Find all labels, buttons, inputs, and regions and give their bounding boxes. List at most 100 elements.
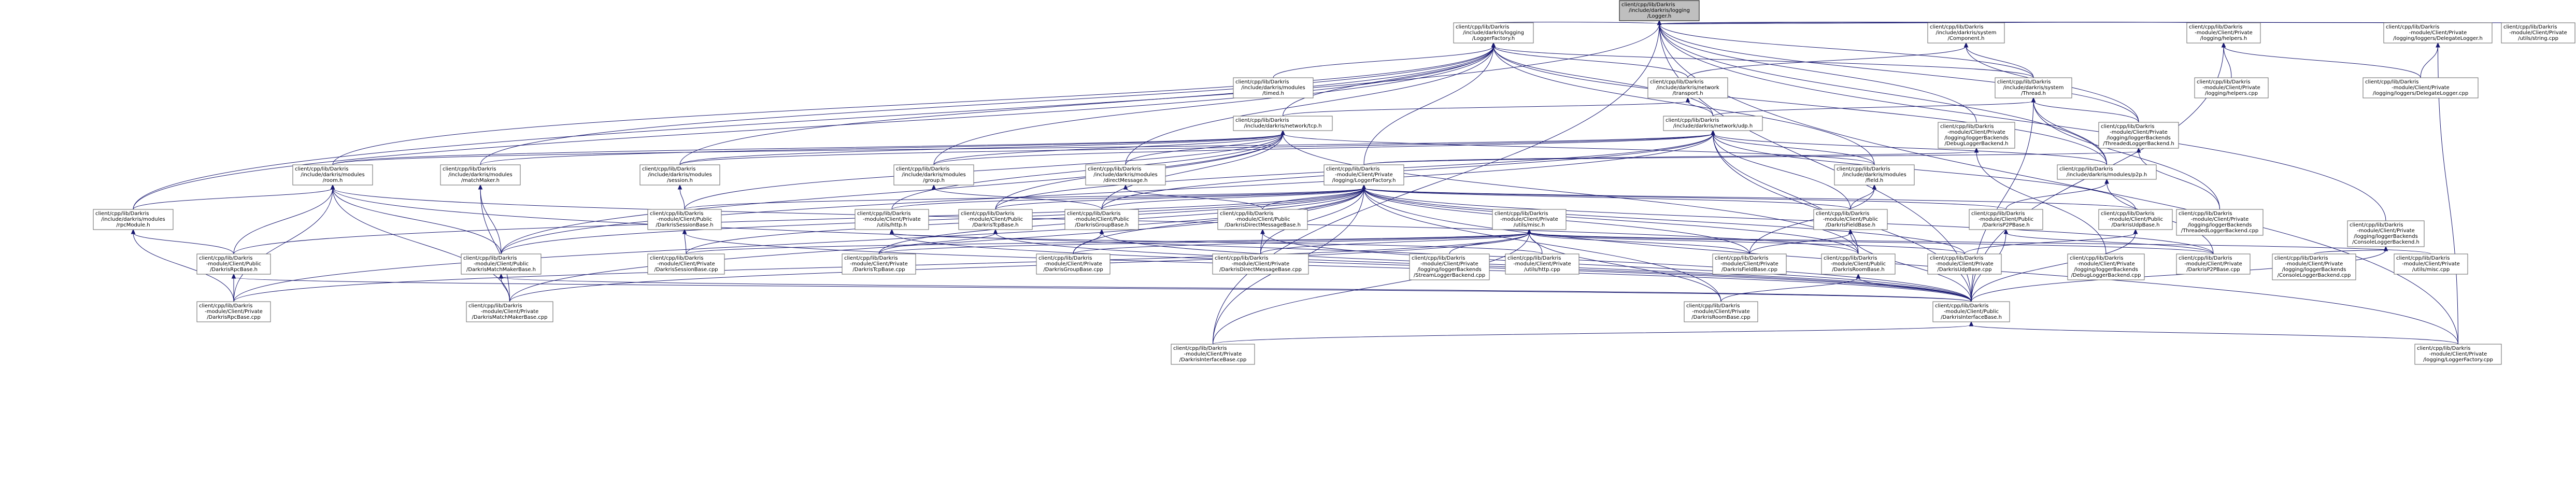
dependency-edge — [1213, 232, 1530, 345]
file-node[interactable]: client/cpp/lib/Darkris-module/Client/Pri… — [2501, 22, 2575, 44]
file-node-label: client/cpp/lib/Darkris — [2179, 256, 2232, 261]
file-node[interactable]: client/cpp/lib/Darkris-module/Client/Pri… — [1505, 253, 1579, 275]
file-node[interactable]: client/cpp/lib/Darkris-module/Client/Pub… — [1932, 301, 2010, 322]
file-node-box — [2394, 253, 2468, 275]
file-node[interactable]: client/cpp/lib/Darkris-module/Client/Pri… — [2394, 253, 2468, 275]
file-node[interactable]: client/cpp/lib/Darkris-module/Client/Pub… — [1821, 253, 1896, 275]
file-node[interactable]: client/cpp/lib/Darkris/include/darkris/m… — [639, 164, 720, 186]
file-node-box — [1969, 209, 2043, 230]
file-node[interactable]: client/cpp/lib/Darkris-module/Client/Pri… — [2176, 253, 2251, 275]
file-node[interactable]: client/cpp/lib/Darkris/include/darkris/n… — [1233, 116, 1333, 131]
file-node-label: /include/darkris/system — [2003, 85, 2064, 91]
file-node-label: -module/Client/Private — [2402, 261, 2460, 267]
edge-arrowhead — [131, 229, 136, 234]
dependency-edge — [2005, 232, 2214, 254]
file-node-label: client/cpp/lib/Darkris — [1971, 211, 2025, 217]
file-node-label: -module/Client/Private — [657, 261, 715, 267]
dependency-edge — [480, 188, 502, 254]
file-node[interactable]: client/cpp/lib/Darkris-module/Client/Pri… — [2186, 22, 2261, 44]
file-node[interactable]: client/cpp/lib/Darkris/include/darkris/n… — [1647, 77, 1728, 98]
dependency-edge — [2138, 151, 2220, 210]
file-node[interactable]: client/cpp/lib/Darkris-module/Client/Pri… — [2272, 253, 2356, 280]
file-node[interactable]: client/cpp/lib/Darkris-module/Client/Pri… — [1938, 122, 2015, 149]
file-node-label: client/cpp/lib/Darkris — [1715, 256, 1769, 261]
dependency-edge — [2314, 249, 2386, 254]
file-node[interactable]: client/cpp/lib/Darkris/include/darkris/n… — [1663, 116, 1763, 131]
file-node-label: -module/Client/Public — [1831, 261, 1886, 267]
file-node[interactable]: client/cpp/lib/Darkris-module/Client/Pri… — [2347, 220, 2425, 247]
file-node[interactable]: client/cpp/lib/Darkris-module/Client/Pri… — [1712, 253, 1787, 275]
file-node[interactable]: client/cpp/lib/Darkris-module/Client/Pri… — [842, 253, 916, 275]
file-node[interactable]: client/cpp/lib/Darkris-module/Client/Pri… — [1927, 253, 2002, 275]
file-node[interactable]: client/cpp/lib/Darkris-module/Client/Pri… — [2176, 209, 2264, 236]
file-node[interactable]: client/cpp/lib/Darkris-module/Client/Pri… — [1409, 253, 1490, 280]
dependency-edge — [1858, 277, 1972, 302]
dependency-edge — [2438, 46, 2458, 345]
file-node[interactable]: client/cpp/lib/Darkris-module/Client/Pub… — [1813, 209, 1888, 230]
root-file-node[interactable]: client/cpp/lib/Darkris/include/darkris/l… — [1619, 0, 1700, 21]
dependency-edge — [1713, 133, 1851, 210]
file-node[interactable]: client/cpp/lib/Darkris/include/darkris/m… — [93, 209, 174, 230]
file-node[interactable]: client/cpp/lib/Darkris-module/Client/Pri… — [1684, 301, 1758, 322]
file-node-label: -module/Client/Private — [1500, 217, 1558, 222]
file-node[interactable]: client/cpp/lib/Darkris-module/Client/Pri… — [2067, 253, 2145, 280]
file-node[interactable]: client/cpp/lib/Darkris/include/darkris/m… — [1233, 77, 1314, 98]
file-node[interactable]: client/cpp/lib/Darkris-module/Client/Pub… — [1064, 209, 1139, 230]
edge-arrowhead — [2136, 147, 2141, 153]
file-node-box — [2186, 22, 2261, 44]
file-node[interactable]: client/cpp/lib/Darkris-module/Client/Pri… — [2383, 22, 2493, 44]
dependency-edge — [1659, 23, 2458, 345]
file-node-label: /include/darkris/logging — [1629, 8, 1690, 13]
dependency-edge — [1713, 133, 1859, 254]
file-node[interactable]: client/cpp/lib/Darkris-module/Client/Pri… — [2194, 77, 2269, 98]
file-node-box — [2067, 253, 2145, 280]
file-node[interactable]: client/cpp/lib/Darkris-module/Client/Pri… — [1323, 164, 1404, 186]
file-node[interactable]: client/cpp/lib/Darkris-module/Client/Pub… — [196, 253, 271, 275]
file-node-box — [1834, 164, 1915, 186]
file-node[interactable]: client/cpp/lib/Darkris-module/Client/Pri… — [1036, 253, 1111, 275]
file-node[interactable]: client/cpp/lib/Darkris/include/darkris/m… — [1085, 164, 1166, 186]
file-node[interactable]: client/cpp/lib/Darkris-module/Client/Pri… — [466, 301, 553, 322]
file-node-label: -module/Client/Private — [1720, 261, 1778, 267]
file-node-label: client/cpp/lib/Darkris — [1837, 166, 1890, 172]
dependency-edge — [133, 232, 234, 254]
dependency-edge — [1363, 188, 2458, 345]
file-node[interactable]: client/cpp/lib/Darkris-module/Client/Pri… — [855, 209, 929, 230]
dependency-edge — [332, 188, 502, 254]
file-node[interactable]: client/cpp/lib/Darkris-module/Client/Pub… — [958, 209, 1033, 230]
file-node-label: -module/Client/Public — [1979, 217, 2033, 222]
file-node[interactable]: client/cpp/lib/Darkris/include/darkris/m… — [292, 164, 373, 186]
edge-arrowhead — [1856, 273, 1861, 279]
file-node-label: client/cpp/lib/Darkris — [961, 211, 1015, 217]
dependency-edge — [480, 133, 1283, 165]
file-node[interactable]: client/cpp/lib/Darkris-module/Client/Pub… — [647, 209, 722, 230]
file-node[interactable]: client/cpp/lib/Darkris-module/Client/Pri… — [1212, 253, 1309, 275]
edge-arrowhead — [1848, 229, 1853, 234]
file-node[interactable]: client/cpp/lib/Darkris/include/darkris/m… — [1834, 164, 1915, 186]
file-node[interactable]: client/cpp/lib/Darkris-module/Client/Pri… — [196, 301, 271, 322]
file-node[interactable]: client/cpp/lib/Darkris/include/darkris/s… — [1927, 22, 2005, 44]
dependency-edge — [1529, 232, 1721, 302]
file-node[interactable]: client/cpp/lib/Darkris-module/Client/Pri… — [2362, 77, 2479, 98]
file-node[interactable]: client/cpp/lib/Darkris-module/Client/Pub… — [2098, 209, 2173, 230]
file-node[interactable]: client/cpp/lib/Darkris-module/Client/Pri… — [1171, 344, 1255, 365]
file-node-label: client/cpp/lib/Darkris — [2101, 211, 2155, 217]
file-node[interactable]: client/cpp/lib/Darkris-module/Client/Pub… — [461, 253, 542, 275]
file-node[interactable]: client/cpp/lib/Darkris-module/Client/Pub… — [1217, 209, 1308, 230]
file-node[interactable]: client/cpp/lib/Darkris/include/darkris/m… — [440, 164, 521, 186]
file-node[interactable]: client/cpp/lib/Darkris/include/darkris/m… — [2057, 164, 2157, 180]
file-node[interactable]: client/cpp/lib/Darkris-module/Client/Pri… — [647, 253, 725, 275]
file-node[interactable]: client/cpp/lib/Darkris-module/Client/Pri… — [2098, 122, 2179, 149]
file-node[interactable]: client/cpp/lib/Darkris-module/Client/Pub… — [1969, 209, 2043, 230]
file-node[interactable]: client/cpp/lib/Darkris/include/darkris/m… — [893, 164, 974, 186]
file-node[interactable]: client/cpp/lib/Darkris/include/darkris/l… — [1453, 22, 1534, 44]
file-node-label: /include/darkris/network/udp.h — [1673, 123, 1753, 129]
file-node[interactable]: client/cpp/lib/Darkris-module/Client/Pri… — [2414, 344, 2502, 365]
file-node[interactable]: client/cpp/lib/Darkris-module/Client/Pri… — [1492, 209, 1567, 230]
dependency-edge — [1363, 188, 1965, 254]
file-node-label: client/cpp/lib/Darkris — [2070, 256, 2124, 261]
dependency-edge — [679, 188, 685, 210]
dependency-edge — [1529, 232, 2431, 254]
dependency-edge — [2420, 46, 2438, 78]
file-node[interactable]: client/cpp/lib/Darkris/include/darkris/s… — [1995, 77, 2072, 98]
